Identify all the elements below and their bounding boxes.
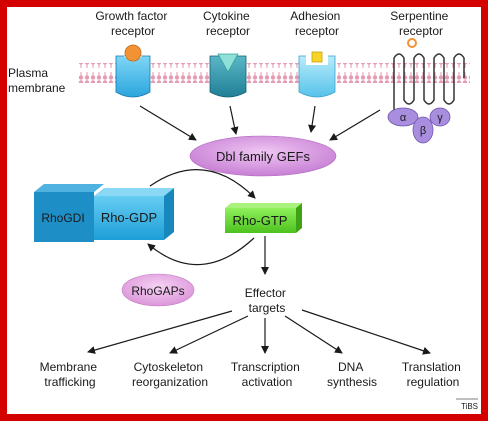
arrow-to-membrane-trafficking (87, 310, 233, 354)
g-gamma-subunit (429, 107, 451, 127)
effector-targets-label: Effector targets (245, 286, 289, 315)
rhogaps-node (121, 273, 195, 307)
rhogdi-label: RhoGDI (41, 211, 84, 225)
arrow-serpentine-to-dbl (329, 109, 381, 141)
cytokine-receptor-icon (209, 53, 247, 98)
rho-gdp-block (94, 188, 174, 240)
g-protein-icon: α β γ (387, 107, 451, 144)
output-transcription-activation: Transcription activation (231, 360, 303, 389)
growth-factor-receptor-label: Growth factor receptor (95, 9, 170, 38)
g-alpha-subunit (387, 107, 419, 127)
rho-gtp-block (225, 203, 302, 233)
g-gamma-label: γ (437, 112, 443, 124)
arrow-to-dna-synthesis (284, 315, 343, 354)
growth-factor-receptor-icon (115, 44, 151, 98)
output-cytoskeleton-reorganization: Cytoskeleton reorganization (132, 360, 208, 389)
arrow-gtp-to-gdp (147, 237, 255, 266)
rhogaps-label: RhoGAPs (131, 284, 184, 298)
rhogdi-block (34, 184, 104, 242)
arrow-growth-factor-to-dbl (139, 105, 197, 141)
g-beta-subunit (412, 116, 434, 144)
rho-gtp-label: Rho-GTP (233, 213, 288, 228)
arrow-to-cytoskeleton (169, 315, 249, 354)
arrow-gdp-to-gtp (149, 169, 256, 199)
serpentine-receptor-label: Serpentine receptor (390, 9, 451, 38)
credit-label: TiBS (461, 402, 478, 411)
dbl-gef-node (189, 135, 337, 177)
output-translation-regulation: Translation regulation (402, 360, 464, 389)
membrane-label: Plasma membrane (8, 66, 66, 95)
output-membrane-trafficking: Membrane trafficking (40, 360, 101, 389)
g-alpha-label: α (400, 112, 407, 124)
dbl-gef-label: Dbl family GEFs (216, 149, 310, 164)
rho-gdp-label: Rho-GDP (101, 210, 157, 225)
adhesion-receptor-label: Adhesion receptor (290, 9, 343, 38)
arrow-cytokine-to-dbl (229, 105, 239, 135)
plasma-membrane (78, 63, 470, 83)
adhesion-receptor-icon (298, 51, 336, 98)
serpentine-receptor-icon (393, 38, 465, 112)
g-beta-label: β (420, 125, 426, 137)
arrow-to-translation (301, 309, 431, 355)
arrow-adhesion-to-dbl (308, 105, 317, 133)
cytokine-receptor-label: Cytokine receptor (203, 9, 253, 38)
output-dna-synthesis: DNA synthesis (327, 360, 377, 389)
